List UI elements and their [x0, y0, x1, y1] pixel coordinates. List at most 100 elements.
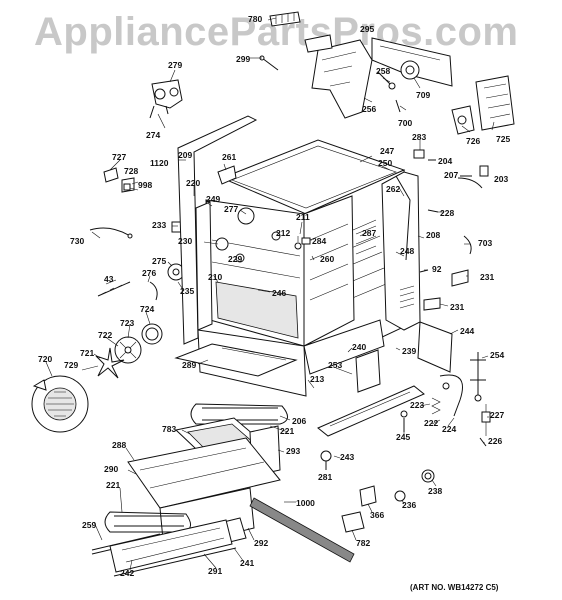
- part-726-relay: [451, 105, 475, 135]
- label-295: 295: [360, 24, 374, 34]
- label-998: 998: [138, 180, 152, 190]
- label-283: 283: [412, 132, 426, 142]
- label-723: 723: [120, 318, 134, 328]
- label-248: 248: [400, 246, 414, 256]
- part-276-hook: [149, 281, 158, 301]
- label-224: 224: [442, 424, 456, 434]
- label-43: 43: [104, 274, 114, 284]
- part-366-latch: [359, 485, 377, 507]
- label-724: 724: [140, 304, 154, 314]
- label-222: 222: [424, 418, 438, 428]
- label-722: 722: [98, 330, 112, 340]
- label-720: 720: [38, 354, 52, 364]
- part-92-clip: [419, 269, 429, 273]
- label-258: 258: [376, 66, 390, 76]
- label-728: 728: [124, 166, 138, 176]
- top-vent-bracket: [304, 34, 373, 119]
- label-726: 726: [466, 136, 480, 146]
- label-780: 780: [248, 14, 262, 24]
- label-227: 227: [490, 410, 504, 420]
- label-238: 238: [428, 486, 442, 496]
- part-206-element: [190, 403, 288, 425]
- label-288: 288: [112, 440, 126, 450]
- label-730: 730: [70, 236, 84, 246]
- label-243: 243: [340, 452, 354, 462]
- part-223-spring: [431, 397, 441, 415]
- part-782-block: [341, 511, 365, 533]
- part-998-clip: [123, 183, 131, 191]
- label-253: 253: [328, 360, 342, 370]
- label-239: 239: [402, 346, 416, 356]
- label-727: 727: [112, 152, 126, 162]
- label-212: 212: [276, 228, 290, 238]
- label-260: 260: [320, 254, 334, 264]
- part-labels: 780 295 299 279 258 709 256 700 274 726 …: [38, 14, 510, 578]
- part-780-clip: [269, 11, 301, 27]
- part-299-pin: [259, 55, 279, 71]
- label-709: 709: [416, 90, 430, 100]
- part-730-wire: [89, 227, 133, 239]
- part-203-harness: [457, 165, 489, 189]
- part-231-bracket-a: [451, 269, 469, 287]
- part-243-toe-kick: [317, 385, 425, 437]
- label-223: 223: [410, 400, 424, 410]
- part-254-bracket: [470, 352, 486, 402]
- part-43-rod: [97, 281, 131, 297]
- label-221b: 221: [106, 480, 120, 490]
- label-235: 235: [180, 286, 194, 296]
- label-230: 230: [178, 236, 192, 246]
- label-247: 247: [380, 146, 394, 156]
- part-222-hinge-arm: [439, 374, 463, 417]
- part-722-blade: [95, 347, 125, 379]
- label-276: 276: [142, 268, 156, 278]
- label-291: 291: [208, 566, 222, 576]
- label-207: 207: [444, 170, 458, 180]
- label-725: 725: [496, 134, 510, 144]
- label-203: 203: [494, 174, 508, 184]
- label-293: 293: [286, 446, 300, 456]
- label-221a: 221: [280, 426, 294, 436]
- part-281-leveler: [320, 450, 332, 470]
- part-700-screw: [395, 99, 401, 113]
- label-290: 290: [104, 464, 118, 474]
- label-277: 277: [224, 204, 238, 214]
- label-783: 783: [162, 424, 176, 434]
- label-213: 213: [310, 374, 324, 384]
- label-274: 274: [146, 130, 160, 140]
- part-724-reflector: [141, 323, 163, 345]
- label-279: 279: [168, 60, 182, 70]
- label-729: 729: [64, 360, 78, 370]
- label-262: 262: [386, 184, 400, 194]
- part-283-clip: [413, 149, 425, 159]
- label-703: 703: [478, 238, 492, 248]
- label-299: 299: [236, 54, 250, 64]
- label-287: 287: [362, 228, 376, 238]
- label-208: 208: [426, 230, 440, 240]
- label-284: 284: [312, 236, 326, 246]
- part-720-fan-cover: [31, 375, 89, 433]
- part-227-spring: [481, 404, 491, 436]
- label-259: 259: [82, 520, 96, 530]
- label-220: 220: [186, 178, 200, 188]
- part-241-rail: [113, 547, 237, 577]
- label-242: 242: [120, 568, 134, 578]
- label-250: 250: [378, 158, 392, 168]
- label-289: 289: [182, 360, 196, 370]
- part-725-board: [475, 75, 515, 131]
- part-238-leveler: [421, 469, 435, 483]
- part-253-panel: [355, 349, 381, 393]
- label-211: 211: [296, 212, 310, 222]
- part-279-valve: [149, 79, 183, 119]
- label-241: 241: [240, 558, 254, 568]
- label-231a: 231: [480, 272, 494, 282]
- oven-cabinet: [174, 115, 453, 397]
- part-709-fan: [400, 60, 420, 80]
- art-number: (ART NO. WB14272 C5): [410, 583, 499, 592]
- label-92: 92: [432, 264, 442, 274]
- label-246: 246: [272, 288, 286, 298]
- part-723-fan-plate: [114, 336, 142, 364]
- label-366: 366: [370, 510, 384, 520]
- label-254: 254: [490, 350, 504, 360]
